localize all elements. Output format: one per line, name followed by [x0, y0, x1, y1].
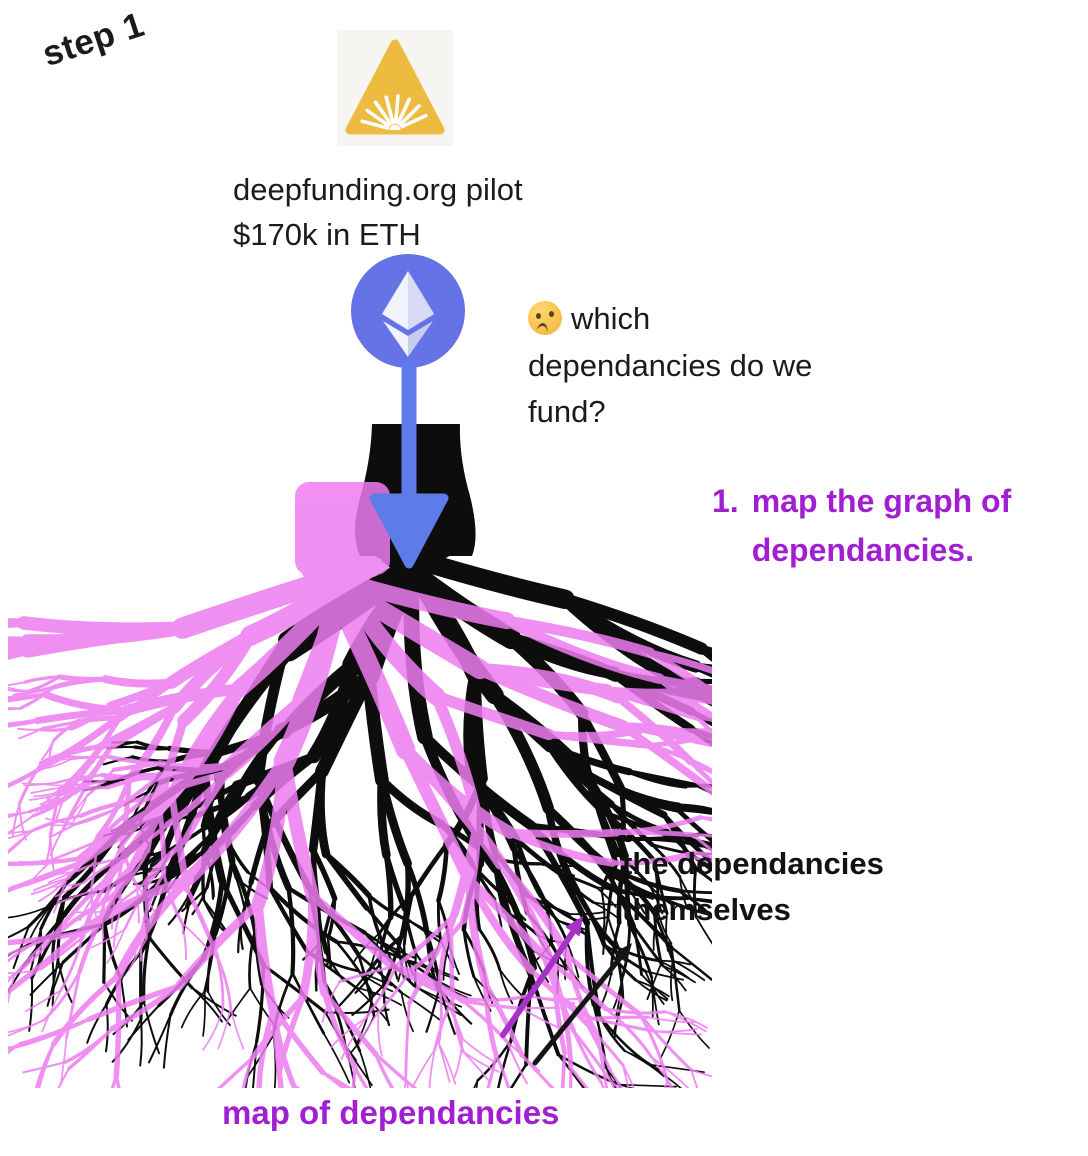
caption-amount-line: $170k in ETH: [233, 216, 421, 252]
ethereum-icon: [350, 253, 466, 369]
thinking-face-emoji: 🤔: [528, 301, 562, 335]
dependency-roots-graphic: [8, 424, 712, 1088]
magenta-roots-layer: [8, 482, 712, 1088]
step-label: step 1: [37, 4, 149, 75]
caption-org-line: deepfunding.org pilot: [233, 172, 523, 207]
ethereum-coin: [351, 254, 465, 368]
question-line-3: fund?: [528, 394, 606, 429]
dependencies-themselves-label: the dependancies themselves: [622, 846, 884, 927]
instruction-number: 1.: [712, 483, 739, 519]
map-of-dependencies-label: map of dependancies: [222, 1094, 560, 1131]
question-line-2: dependancies do we: [528, 347, 813, 383]
instruction-step-1: 1. map the graph of dependancies.: [712, 477, 1011, 574]
sun-triangle-icon: [337, 30, 453, 146]
magenta-up-right-arrow: [500, 916, 583, 1038]
deepfunding-logo: [337, 30, 453, 146]
magenta-trunk-blob: [295, 482, 390, 575]
eth-diamond-bottom-right: [408, 321, 433, 357]
funding-caption: deepfunding.org pilot $170k in ETH: [233, 168, 523, 258]
eth-diamond-bottom-left: [383, 321, 408, 357]
question-text: 🤔which dependancies do we fund?: [528, 296, 812, 436]
annotation-arrows: [500, 916, 632, 1066]
question-line-1: 🤔which: [528, 296, 812, 343]
blue-down-arrow: [369, 360, 449, 569]
instruction-body: map the graph of dependancies.: [751, 483, 1012, 568]
eth-diamond-top-right: [408, 271, 434, 330]
black-up-right-arrow: [532, 943, 632, 1066]
arrow-head: [369, 493, 449, 569]
magenta-roots-strokes: [8, 555, 712, 1088]
sunburst-rays: [360, 94, 428, 130]
